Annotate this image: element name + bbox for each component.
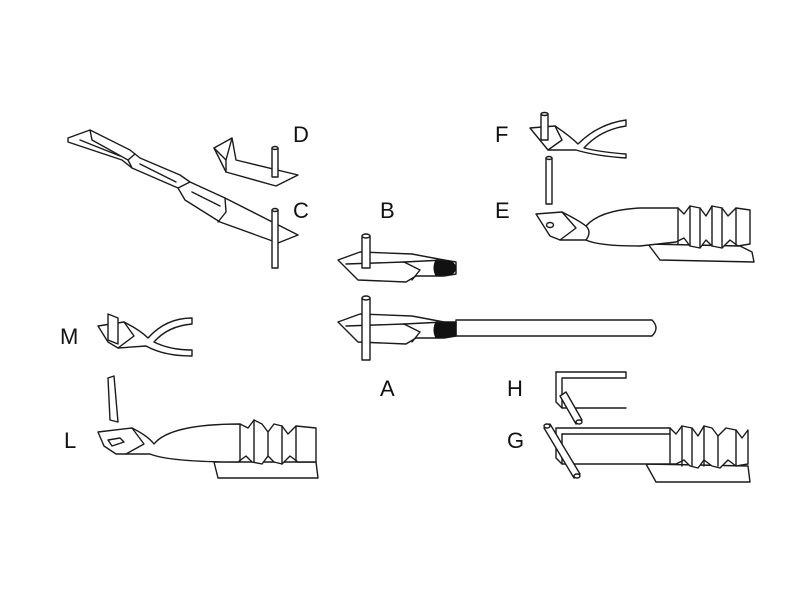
label-c: C bbox=[293, 198, 309, 223]
label-e: E bbox=[495, 198, 510, 223]
part-h-bracket bbox=[555, 371, 627, 425]
part-g-bracket-lug bbox=[543, 423, 751, 483]
label-a: A bbox=[380, 376, 395, 401]
part-m-clip bbox=[97, 313, 193, 423]
label-f: F bbox=[495, 122, 508, 147]
part-a-terminal-rod bbox=[337, 295, 657, 361]
label-h: H bbox=[507, 376, 523, 401]
part-d-plate bbox=[213, 137, 299, 187]
label-d: D bbox=[293, 122, 309, 147]
label-l: L bbox=[64, 428, 76, 453]
part-e-lug bbox=[535, 205, 755, 263]
part-l-lug bbox=[97, 419, 319, 479]
label-m: M bbox=[60, 324, 78, 349]
part-c-long-strip bbox=[67, 129, 299, 269]
label-b: B bbox=[380, 198, 395, 223]
label-g: G bbox=[507, 428, 524, 453]
part-b-terminal bbox=[337, 233, 457, 283]
part-f-connector bbox=[529, 111, 627, 205]
